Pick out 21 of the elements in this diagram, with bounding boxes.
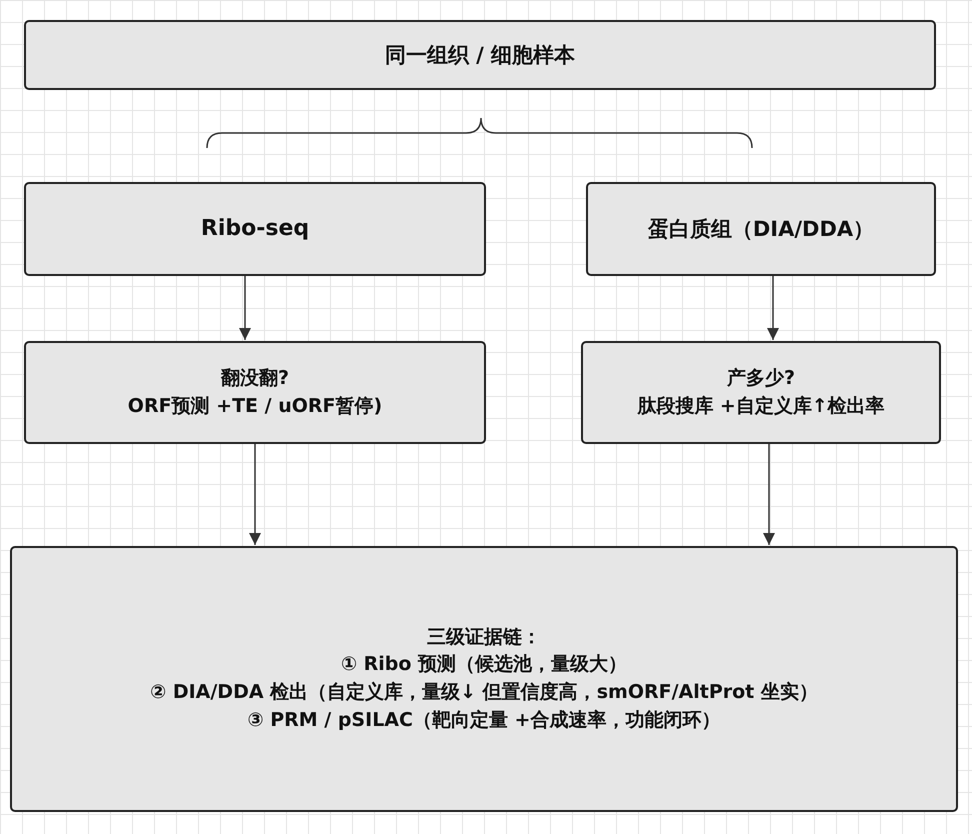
node-text: 肽段搜库 +自定义库↑检出率	[637, 394, 885, 418]
node-text: 同一组织 / 细胞样本	[384, 42, 576, 69]
process-box	[24, 341, 486, 444]
node-text: ② DIA/DDA 检出（自定义库，量级↓ 但置信度高，smORF/AltProt 坐实）	[150, 680, 818, 705]
process-box	[581, 341, 941, 444]
heading-text: 三级证据链：	[427, 624, 541, 650]
process-box	[24, 182, 486, 276]
process-box	[586, 182, 936, 276]
process-box	[10, 546, 958, 812]
arrow	[763, 444, 775, 545]
node-text: Ribo-seq	[200, 215, 310, 244]
node-text: ① Ribo 预测（候选池，量级大）	[340, 652, 628, 678]
arrow	[767, 276, 779, 340]
heading-text: 产多少?	[726, 366, 796, 391]
heading-text: 翻没翻?	[220, 366, 290, 391]
process-box	[24, 20, 936, 90]
arrow	[239, 276, 251, 340]
arrow	[249, 444, 261, 545]
node-text: ③ PRM / pSILAC（靶向定量 +合成速率，功能闭环）	[248, 708, 720, 733]
node-text: 蛋白质组（DIA/DDA）	[648, 216, 874, 243]
node-text: ORF预测 +TE / uORF暂停)	[128, 394, 382, 418]
